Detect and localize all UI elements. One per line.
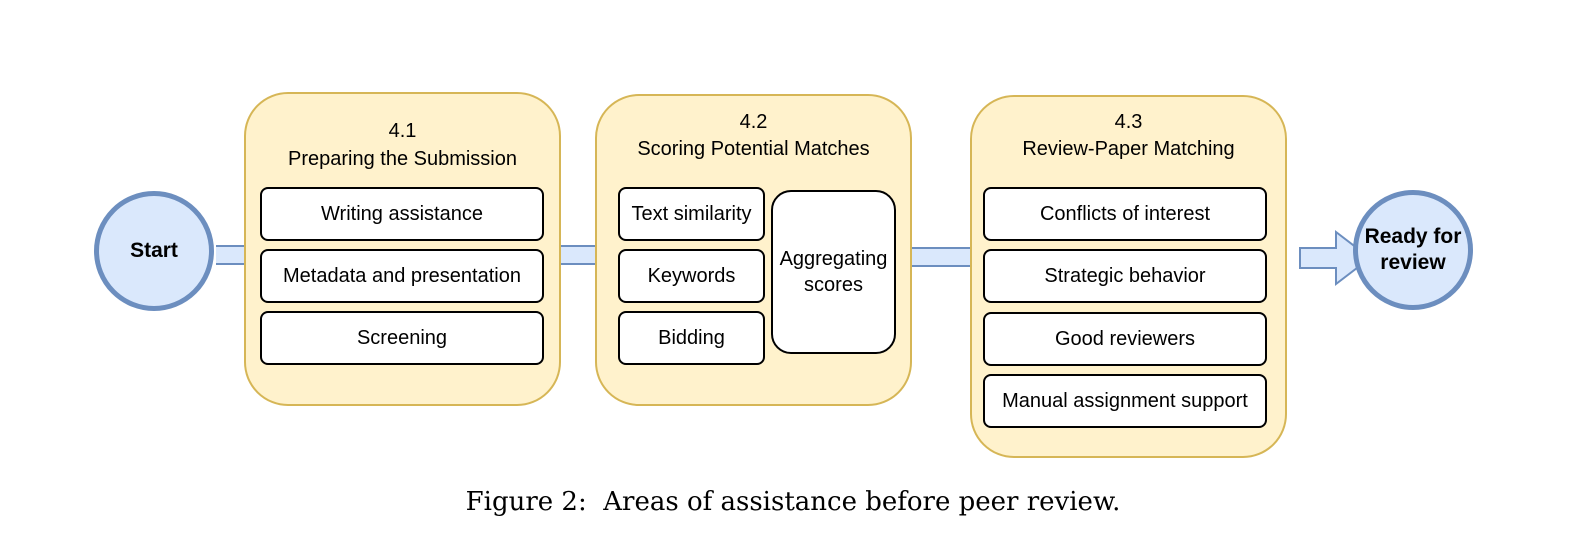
group-title: Preparing the Submission: [287, 148, 517, 170]
item-metadata-presentation: Metadata and presentation: [260, 249, 544, 303]
arrow-4-3-to-end: [1299, 229, 1372, 287]
aggregating-scores-label: Aggregating scores: [779, 248, 888, 296]
group-scoring-matches: 4.2 Scoring Potential Matches Text simil…: [595, 94, 912, 406]
item-bidding: Bidding: [618, 311, 765, 365]
connector-4-1-to-4-2: [555, 245, 597, 265]
item-manual-assignment-support: Manual assignment support: [983, 374, 1267, 428]
item-aggregating-scores: Aggregating scores: [771, 190, 896, 354]
end-node: Ready for review: [1353, 190, 1473, 310]
group-number: 4.1: [388, 120, 417, 142]
item-screening: Screening: [260, 311, 544, 365]
item-good-reviewers: Good reviewers: [983, 312, 1267, 366]
group-title: Review-Paper Matching: [1022, 138, 1235, 160]
start-node: Start: [94, 191, 214, 311]
connector-4-2-to-4-3: [907, 247, 973, 267]
item-strategic-behavior: Strategic behavior: [983, 249, 1267, 303]
group-review-paper-matching: 4.3 Review-Paper Matching Conflicts of i…: [970, 95, 1287, 458]
group-preparing-submission: 4.1 Preparing the Submission Writing ass…: [244, 92, 561, 406]
item-text-similarity: Text similarity: [618, 187, 765, 241]
start-label: Start: [130, 239, 178, 262]
end-label: Ready for review: [1364, 225, 1462, 274]
group-number: 4.3: [1114, 111, 1143, 133]
item-keywords: Keywords: [618, 249, 765, 303]
group-number: 4.2: [739, 111, 768, 133]
item-conflicts-of-interest: Conflicts of interest: [983, 187, 1267, 241]
group-title: Scoring Potential Matches: [637, 138, 870, 160]
connector-start-to-4-1: [216, 245, 246, 265]
item-writing-assistance: Writing assistance: [260, 187, 544, 241]
figure-caption: Figure 2: Areas of assistance before pee…: [465, 487, 1121, 517]
